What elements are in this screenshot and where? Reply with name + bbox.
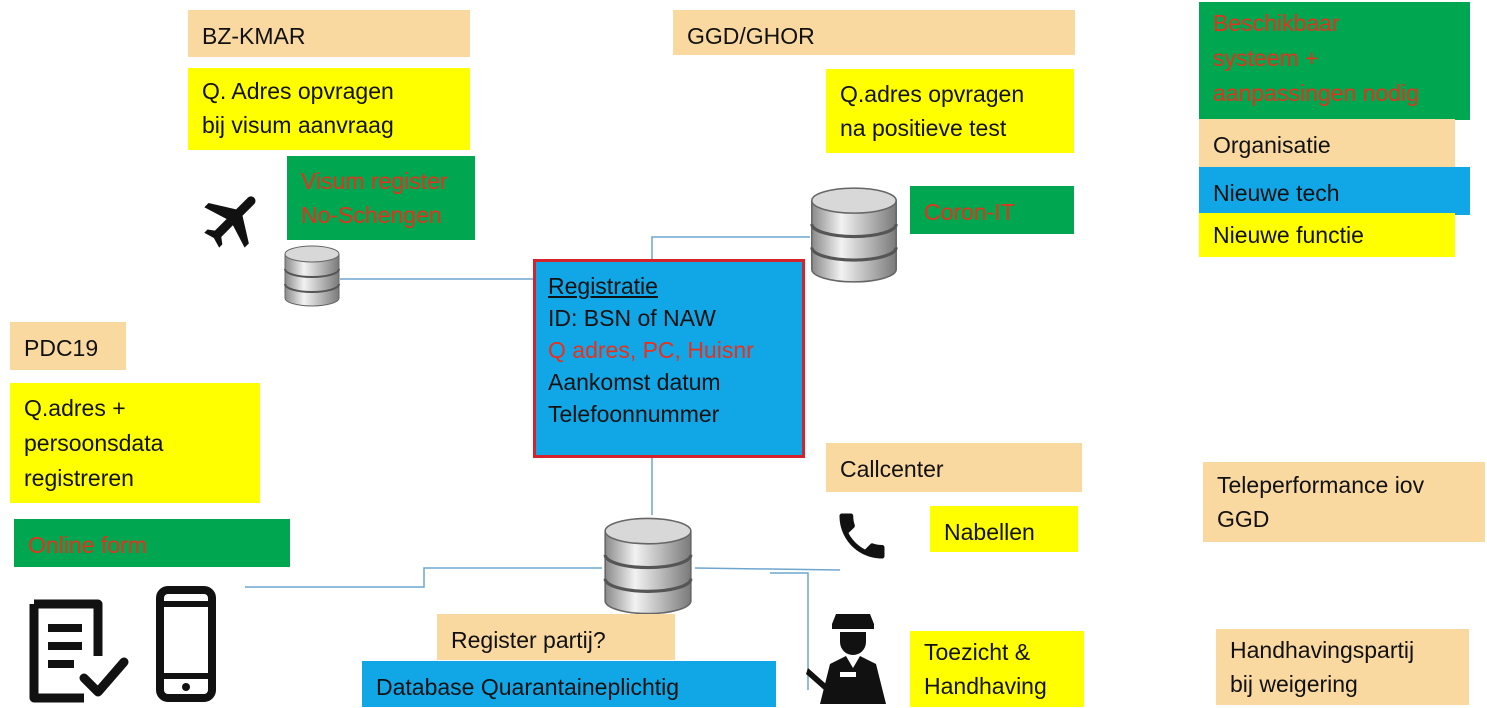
pdc19-function: Q.adres + persoonsdata registreren [10, 383, 260, 503]
registratie-field-highlight: Q adres, PC, Huisnr [548, 337, 754, 363]
legend-nieuwe-tech-text: Nieuwe tech [1213, 180, 1340, 206]
pdc19-function-line: Q.adres + [24, 395, 126, 421]
legend-organisatie-text: Organisatie [1213, 132, 1331, 158]
online-form-system: Online form [14, 519, 290, 567]
ggd-ghor-function: Q.adres opvragen na positieve test [826, 69, 1074, 153]
register-partij-label: Register partij? [437, 614, 675, 660]
handhavingspartij-org: Handhavingspartij bij weigering [1216, 629, 1469, 705]
teleperformance-line: Teleperformance iov [1217, 472, 1425, 498]
bz-kmar-org-text: BZ-KMAR [202, 23, 306, 49]
smartphone-icon [156, 586, 216, 702]
coronit-system: Coron-IT [910, 186, 1074, 234]
pdc19-function-line: persoonsdata [24, 430, 164, 456]
legend-nieuwe-functie-text: Nieuwe functie [1213, 222, 1364, 248]
pdc19-org-label: PDC19 [10, 322, 126, 370]
teleperformance-line: GGD [1217, 506, 1270, 532]
visum-register-line: Visum register [301, 168, 448, 194]
legend-nieuwe-functie: Nieuwe functie [1199, 213, 1455, 257]
police-officer-icon [806, 614, 886, 704]
bz-kmar-org-label: BZ-KMAR [188, 10, 470, 57]
legend-nieuwe-tech: Nieuwe tech [1199, 167, 1470, 215]
connector-database-toezicht [770, 572, 809, 690]
online-form-text: Online form [28, 532, 147, 558]
bz-kmar-function-line: bij visum aanvraag [202, 112, 394, 138]
pdc19-org-text: PDC19 [24, 335, 99, 361]
visum-database-icon [284, 245, 340, 307]
airplane-icon [204, 196, 256, 248]
ggd-ghor-org-label: GGD/GHOR [673, 10, 1075, 55]
toezicht-line: Handhaving [924, 673, 1047, 699]
callcenter-org-text: Callcenter [840, 456, 944, 482]
registratie-field: Aankomst datum [548, 369, 721, 395]
phone-icon [839, 513, 885, 559]
database-quarantaine-text: Database Quarantaineplichtig [376, 674, 680, 700]
ggd-function-line: Q.adres opvragen [840, 81, 1025, 107]
legend-organisatie: Organisatie [1199, 119, 1455, 167]
registratie-field: ID: BSN of NAW [548, 305, 716, 331]
form-checklist-icon [29, 599, 129, 703]
quarantaine-database-icon [603, 517, 693, 615]
connector-database-callcenter [694, 567, 841, 571]
coronit-text: Coron-IT [924, 199, 1015, 225]
bz-kmar-function: Q. Adres opvragen bij visum aanvraag [188, 68, 470, 150]
legend-green-line: systeem + [1213, 45, 1319, 71]
ggd-ghor-org-text: GGD/GHOR [687, 23, 815, 49]
connector-form-database [245, 567, 602, 588]
handhavingspartij-line: bij weigering [1230, 671, 1358, 697]
legend-green-line: Beschikbaar [1213, 10, 1340, 36]
visum-register-system: Visum register No-Schengen [287, 156, 475, 240]
toezicht-function: Toezicht & Handhaving [910, 631, 1084, 707]
bz-kmar-function-line: Q. Adres opvragen [202, 78, 394, 104]
registratie-field: Telefoonnummer [548, 401, 720, 427]
legend-green-line: aanpassingen nodig [1213, 80, 1419, 106]
registratie-title: Registratie [548, 273, 658, 299]
coronit-database-icon [810, 187, 898, 283]
pdc19-function-line: registreren [24, 465, 134, 491]
toezicht-line: Toezicht & [924, 639, 1031, 665]
teleperformance-org: Teleperformance iov GGD [1203, 462, 1485, 542]
callcenter-org-label: Callcenter [826, 443, 1082, 492]
connector-registratie-coronit [651, 236, 810, 259]
registratie-box: Registratie ID: BSN of NAW Q adres, PC, … [533, 259, 805, 458]
register-partij-text: Register partij? [451, 627, 606, 653]
database-quarantaine-tech: Database Quarantaineplichtig [362, 661, 776, 707]
nabellen-text: Nabellen [944, 519, 1035, 545]
visum-register-line: No-Schengen [301, 202, 442, 228]
handhavingspartij-line: Handhavingspartij [1230, 637, 1415, 663]
ggd-function-line: na positieve test [840, 115, 1007, 141]
nabellen-function: Nabellen [930, 506, 1078, 552]
legend-existing-system: Beschikbaar systeem + aanpassingen nodig [1199, 2, 1470, 120]
